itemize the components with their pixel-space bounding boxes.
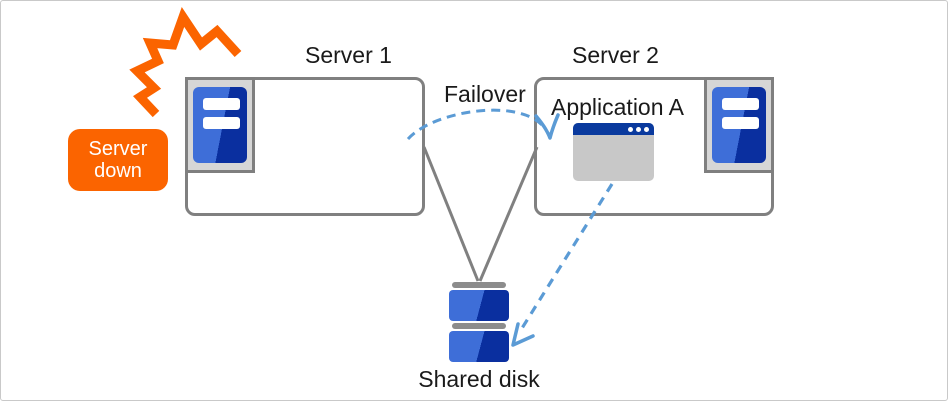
disk-cap-bar bbox=[452, 323, 506, 329]
application-window-icon bbox=[573, 123, 654, 181]
server-tower-icon bbox=[185, 77, 255, 173]
disk-platter bbox=[449, 331, 509, 362]
window-dot bbox=[628, 126, 633, 132]
server-tower-icon bbox=[704, 77, 774, 173]
server-tower-body bbox=[712, 87, 766, 163]
disk-arrowhead-icon bbox=[511, 322, 535, 347]
disk-cap-bar bbox=[452, 282, 506, 288]
server2-label: Server 2 bbox=[572, 42, 659, 68]
window-dot bbox=[636, 126, 641, 132]
server-down-badge: Server down bbox=[68, 129, 168, 191]
server-down-line2: down bbox=[94, 160, 142, 182]
server1-label: Server 1 bbox=[305, 42, 392, 68]
server-vent-bar bbox=[203, 98, 240, 110]
failover-label: Failover bbox=[444, 81, 526, 107]
window-titlebar bbox=[573, 123, 654, 135]
server-down-line1: Server bbox=[88, 138, 148, 160]
server2-disk-connector-line bbox=[478, 146, 539, 282]
disk-platter bbox=[449, 290, 509, 321]
window-dot bbox=[644, 126, 649, 132]
shared-disk-label: Shared disk bbox=[418, 366, 540, 392]
application-label: Application A bbox=[551, 94, 684, 120]
failover-dashed-arc bbox=[406, 108, 544, 141]
server-vent-bar bbox=[722, 117, 759, 129]
server-tower-body bbox=[193, 87, 247, 163]
server1-disk-connector-line bbox=[422, 146, 480, 282]
server-vent-bar bbox=[722, 98, 759, 110]
server-vent-bar bbox=[203, 117, 240, 129]
